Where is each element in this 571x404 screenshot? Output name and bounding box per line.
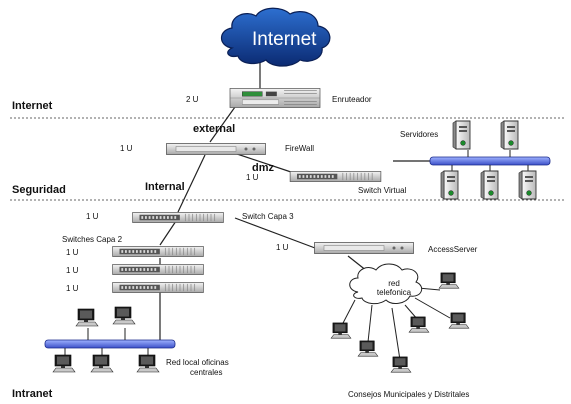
firewall-device (165, 143, 267, 155)
workstation-icon (408, 316, 430, 333)
firewall-label: FireWall (285, 144, 315, 153)
switch-l3-device (132, 212, 224, 223)
router-label: Enruteador (332, 95, 372, 104)
internet-cloud (220, 7, 331, 67)
link-router-firewall (209, 106, 236, 143)
switch-l2-device (112, 282, 204, 293)
switches-l2-label: Switches Capa 2 (62, 235, 123, 244)
switch-l3-label: Switch Capa 3 (242, 212, 294, 221)
server-icon (440, 170, 459, 200)
workstation-icon (75, 308, 99, 327)
lan-label-line1: Red local oficinas (166, 358, 229, 367)
switch-l3-size-label: 1 U (86, 212, 99, 221)
councils-label: Consejos Municipales y Distritales (348, 390, 470, 399)
virtual-switch-label: Switch Virtual (358, 186, 407, 195)
workstation-icon (438, 272, 460, 289)
link-switch3-accessserver (234, 217, 316, 249)
server-icon (500, 120, 519, 150)
zone-label-security: Seguridad (12, 184, 66, 196)
lan-label-line2: centrales (190, 368, 223, 377)
virtual-switch-size-label: 1 U (246, 173, 259, 182)
access-server-device (313, 242, 415, 254)
workstation-icon (52, 354, 76, 373)
router-size-label: 2 U (186, 95, 199, 104)
zone-separators (10, 117, 565, 201)
internal-link-label: Internal (145, 181, 185, 193)
switch-l2-device (112, 264, 204, 275)
workstation-icon (357, 340, 379, 357)
internet-cloud-label: Internet (252, 29, 317, 50)
router-device (229, 88, 321, 108)
workstation-icon (136, 354, 160, 373)
switch-l2-device (112, 246, 204, 257)
zone-label-internet: Internet (12, 100, 53, 112)
zone-label-intranet: Intranet (12, 388, 53, 400)
switch-l2-size-label: 1 U (66, 248, 79, 257)
access-server-label: AccessServer (428, 245, 478, 254)
phone-network-label-line1: red (388, 279, 400, 288)
server-icon (480, 170, 499, 200)
workstation-icon (90, 354, 114, 373)
firewall-size-label: 1 U (120, 144, 133, 153)
virtual-switch-device (289, 171, 382, 182)
external-link-label: external (193, 123, 236, 135)
switch-l2-size-label: 1 U (66, 266, 79, 275)
workstation-icon (448, 312, 470, 329)
workstation-icon (112, 306, 136, 325)
link-firewall-switch3 (177, 154, 206, 213)
phone-network-cloud (349, 263, 423, 305)
access-server-size-label: 1 U (276, 243, 289, 252)
switch-l2-size-label: 1 U (66, 284, 79, 293)
lan-bus (44, 328, 176, 355)
servers-label: Servidores (400, 130, 439, 139)
server-icon (452, 120, 471, 150)
dmz-link-label: dmz (252, 162, 274, 174)
server-bus (429, 150, 551, 172)
server-icon (518, 170, 537, 200)
workstation-icon (390, 356, 412, 373)
phone-network-label-line2: telefonica (376, 288, 412, 297)
workstation-icon (330, 322, 352, 339)
